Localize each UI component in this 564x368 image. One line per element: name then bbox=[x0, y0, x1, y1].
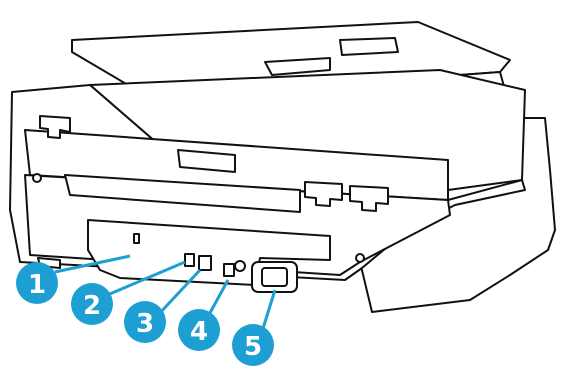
svg-text:3: 3 bbox=[136, 309, 154, 339]
port-1 bbox=[133, 233, 140, 244]
svg-text:4: 4 bbox=[190, 317, 208, 347]
port-2 bbox=[184, 253, 195, 267]
latch-clip-left bbox=[39, 115, 71, 139]
port-round bbox=[234, 260, 246, 272]
paper-guide bbox=[264, 57, 331, 76]
callout-2: 2 bbox=[71, 283, 113, 325]
latch-clip-right bbox=[349, 185, 389, 212]
latch-clip-middle bbox=[304, 181, 343, 207]
svg-text:5: 5 bbox=[244, 332, 262, 362]
svg-text:1: 1 bbox=[28, 270, 46, 300]
rear-slot bbox=[64, 174, 301, 213]
screw-right bbox=[355, 253, 365, 263]
rear-handle bbox=[177, 149, 236, 173]
paper-guide-tab bbox=[339, 37, 399, 56]
port-4 bbox=[223, 263, 235, 277]
power-socket bbox=[261, 267, 288, 287]
svg-text:2: 2 bbox=[83, 291, 101, 321]
port-3 bbox=[198, 255, 212, 271]
callout-5: 5 bbox=[232, 324, 274, 366]
screw-left bbox=[32, 173, 42, 183]
callout-4: 4 bbox=[178, 309, 220, 351]
callout-1: 1 bbox=[16, 262, 58, 304]
callout-3: 3 bbox=[124, 301, 166, 343]
